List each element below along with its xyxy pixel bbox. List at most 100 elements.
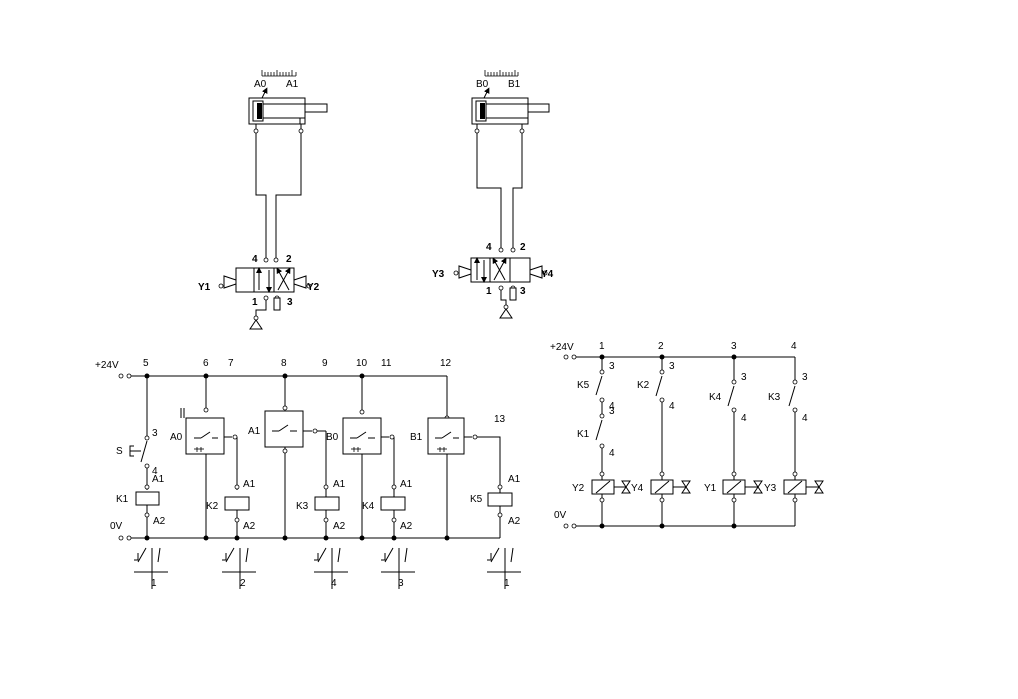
cylinder-a-scale — [261, 70, 297, 77]
relay-k5-label: K5 — [470, 494, 483, 505]
sensor-a0 — [180, 408, 238, 455]
valve-b-solenoid-right: Y4 — [541, 269, 554, 280]
sensor-b1-label: B1 — [410, 432, 423, 443]
valve-b-solenoid-left: Y3 — [432, 269, 445, 280]
k1-a1: A1 — [152, 474, 165, 485]
sensor-a1-label: A1 — [248, 426, 261, 437]
relay-k3-coil — [314, 496, 340, 511]
relay-k1-label: K1 — [116, 494, 129, 505]
contact-k4 — [727, 385, 735, 407]
sensor-b0 — [342, 417, 395, 455]
svg-text:4: 4 — [331, 578, 337, 589]
solenoid-y2-label: Y2 — [572, 483, 585, 494]
control-ground-label: 0V — [110, 521, 123, 532]
k4-a1: A1 — [400, 479, 413, 490]
valve-a-port-4: 4 — [252, 254, 258, 265]
svg-text:3: 3 — [741, 372, 747, 383]
contact-k3-label: K3 — [768, 392, 781, 403]
k1-a2: A2 — [153, 516, 166, 527]
solenoid-y1-label: Y1 — [704, 483, 717, 494]
valve-a-solenoid-left: Y1 — [198, 282, 211, 293]
svg-text:3: 3 — [609, 361, 615, 372]
switch-s-term-4: 4 — [152, 466, 158, 477]
valve-a-port-3: 3 — [287, 297, 293, 308]
relay-k5-coil — [487, 492, 513, 507]
pwr-col-1: 1 — [599, 341, 605, 352]
valve-b-port-1: 1 — [486, 286, 492, 297]
pwr-col-4: 4 — [791, 341, 797, 352]
contact-ref-k5: 1 — [487, 547, 521, 589]
valve-b-port-3: 3 — [520, 286, 526, 297]
k4-a2: A2 — [400, 521, 413, 532]
k5-a2: A2 — [508, 516, 521, 527]
cyl-b-label-left: B0 — [476, 79, 489, 90]
cyl-a-label-left: A0 — [254, 79, 267, 90]
contact-k5-label: K5 — [577, 380, 590, 391]
ctrl-col-8: 8 — [281, 358, 287, 369]
svg-text:3: 3 — [669, 361, 675, 372]
pneumatic-circuit-a: A0 A1 4 2 — [198, 70, 328, 330]
contact-k3 — [788, 385, 796, 407]
cylinder-b-scale — [484, 70, 519, 77]
svg-text:3: 3 — [609, 406, 615, 417]
solenoid-y4-label: Y4 — [631, 483, 644, 494]
ctrl-col-9: 9 — [322, 358, 328, 369]
valve-b-port-2: 2 — [520, 242, 526, 253]
valve-a-port-1: 1 — [252, 297, 258, 308]
cyl-b-label-right: B1 — [508, 79, 521, 90]
valve-a-port-2: 2 — [286, 254, 292, 265]
relay-k4-label: K4 — [362, 501, 375, 512]
contact-ref-k1: 1 — [134, 547, 168, 589]
sensor-b1 — [427, 417, 478, 455]
relay-k1-coil — [135, 491, 160, 506]
contact-k5 — [595, 375, 603, 396]
svg-text:2: 2 — [240, 578, 246, 589]
ctrl-col-5: 5 — [143, 358, 149, 369]
relay-k2-label: K2 — [206, 501, 219, 512]
contact-ref-k3: 4 — [314, 547, 348, 589]
switch-s-contact — [140, 440, 148, 463]
valve-b — [453, 257, 548, 283]
k3-a2: A2 — [333, 521, 346, 532]
relay-k4-coil — [380, 496, 406, 511]
control-circuit: +24V 0V 5 6 7 8 9 10 11 12 13 3 S 4 A1 K… — [95, 358, 521, 589]
svg-text:1: 1 — [504, 578, 510, 589]
svg-text:4: 4 — [609, 448, 615, 459]
k2-a1: A1 — [243, 479, 256, 490]
valve-b-port-4: 4 — [486, 242, 492, 253]
cyl-a-label-right: A1 — [286, 79, 299, 90]
ctrl-col-13: 13 — [494, 414, 506, 425]
svg-text:3: 3 — [398, 578, 404, 589]
sensor-a0-label: A0 — [170, 432, 183, 443]
contact-k4-label: K4 — [709, 392, 722, 403]
control-supply-label: +24V — [95, 360, 119, 371]
pneumatic-circuit-b: B0 B1 4 2 Y3 Y4 — [432, 70, 554, 319]
relay-k2-coil — [224, 496, 250, 511]
contact-ref-k2: 2 — [222, 547, 256, 589]
sensor-a1 — [264, 410, 318, 448]
contact-ref-k4: 3 — [381, 547, 415, 589]
svg-text:3: 3 — [802, 372, 808, 383]
svg-text:4: 4 — [741, 413, 747, 424]
sensor-b0-label: B0 — [326, 432, 339, 443]
power-ground-label: 0V — [554, 510, 567, 521]
contact-k2 — [655, 375, 663, 397]
ctrl-col-6: 6 — [203, 358, 209, 369]
svg-text:4: 4 — [802, 413, 808, 424]
ctrl-col-12: 12 — [440, 358, 452, 369]
svg-text:4: 4 — [669, 401, 675, 412]
power-supply-label: +24V — [550, 342, 574, 353]
relay-k3-label: K3 — [296, 501, 309, 512]
pwr-col-2: 2 — [658, 341, 664, 352]
ctrl-col-10: 10 — [356, 358, 368, 369]
contact-k1-label: K1 — [577, 429, 590, 440]
k5-a1: A1 — [508, 474, 521, 485]
contact-k2-label: K2 — [637, 380, 650, 391]
k3-a1: A1 — [333, 479, 346, 490]
switch-s-label: S — [116, 446, 123, 457]
pwr-col-3: 3 — [731, 341, 737, 352]
ctrl-col-7: 7 — [228, 358, 234, 369]
svg-text:4: 4 — [609, 401, 615, 412]
k2-a2: A2 — [243, 521, 256, 532]
